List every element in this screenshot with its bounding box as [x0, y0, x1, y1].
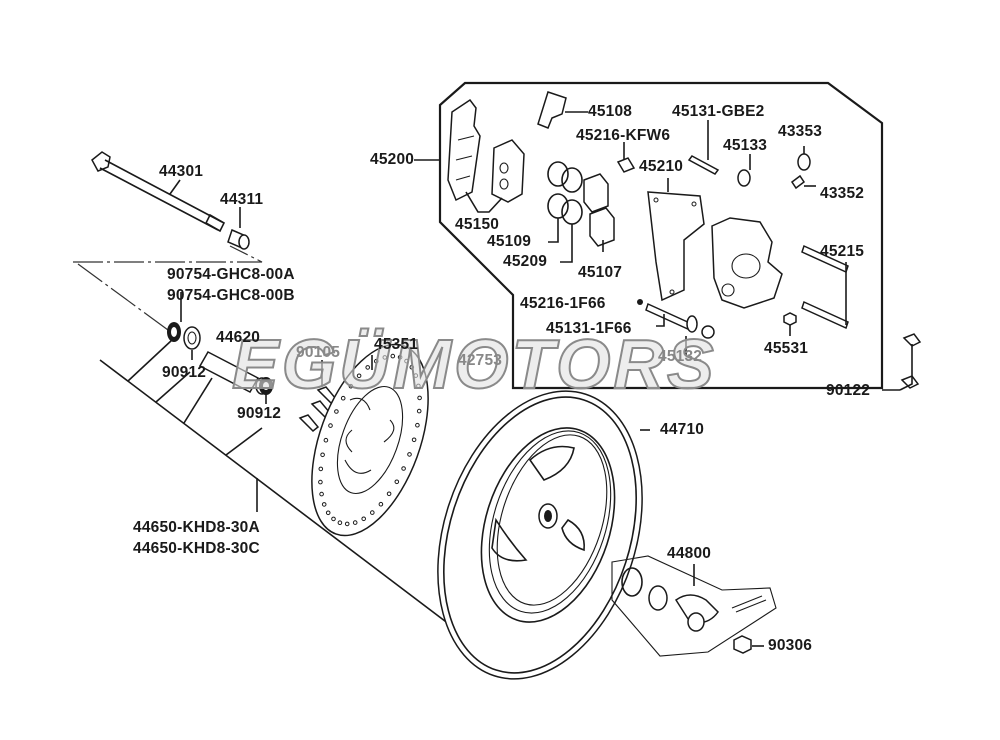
part-label-boot: 45133	[723, 137, 768, 154]
part-label-pin-boot-1f66: 45216-1F66	[520, 295, 606, 312]
part-label-brake-disc: 45351	[374, 336, 419, 353]
disc-vent-hole	[404, 358, 409, 364]
disc-vent-hole	[348, 383, 354, 389]
disc-vent-hole	[334, 409, 339, 414]
disc-vent-hole	[397, 355, 403, 360]
gearbox-group-drawing	[611, 555, 777, 657]
disc-vent-hole	[320, 452, 325, 458]
pad-spring-drawing	[537, 91, 588, 129]
axle-nut-drawing	[733, 635, 764, 654]
disc-vent-hole	[370, 510, 375, 515]
reference-line	[77, 263, 169, 331]
bearing-left-drawing	[183, 326, 201, 360]
part-label-axle-collar: 44311	[220, 191, 264, 208]
pad-pin-plug-drawing	[783, 312, 797, 336]
part-label-caliper-bracket: 45210	[639, 158, 684, 175]
part-label-wheel-assy-a: 44650-KHD8-30A	[133, 519, 260, 536]
part-label-axle-nut: 90306	[768, 637, 813, 654]
pin-boot-kfw6-drawing	[616, 142, 636, 173]
piston-seals-drawing	[547, 161, 615, 263]
disc-vent-hole	[415, 422, 420, 428]
part-label-bearing-right: 90912	[237, 405, 282, 422]
watermark: EGÜMOTORS	[231, 325, 717, 403]
part-label-piston-seal: 45109	[487, 233, 532, 250]
disc-vent-hole	[325, 510, 331, 516]
disc-vent-hole	[413, 373, 419, 378]
disc-vent-hole	[318, 479, 323, 485]
wheel-drawing	[437, 390, 650, 680]
axle-collar-drawing	[227, 207, 250, 250]
part-label-bleeder-screw: 43352	[820, 185, 865, 202]
disc-vent-hole	[382, 355, 388, 360]
part-label-distance-collar: 44620	[216, 329, 261, 346]
part-label-pin-1f66: 45131-1F66	[546, 320, 632, 337]
disc-vent-hole	[331, 516, 336, 522]
disc-vent-hole	[352, 520, 358, 525]
disc-vent-hole	[394, 479, 400, 485]
caliper-body-drawing	[711, 217, 783, 309]
disc-vent-hole	[407, 452, 412, 457]
part-label-dust-seal-a: 90754-GHC8-00A	[167, 266, 295, 283]
pad-pins-drawing	[801, 244, 849, 330]
part-label-valve: 42753	[458, 352, 503, 369]
part-label-tire: 44710	[660, 421, 705, 438]
part-label-pin-gbe2: 45131-GBE2	[672, 103, 765, 120]
axle-drawing	[91, 151, 226, 233]
part-label-caliper-assy: 45200	[370, 151, 415, 168]
part-label-brake-pads: 45150	[455, 216, 500, 233]
part-label-disc-bolt: 90105	[296, 344, 341, 361]
disc-vent-hole	[411, 437, 417, 443]
dust-seal-drawing	[167, 292, 182, 342]
part-label-pin-boot-kfw6: 45216-KFW6	[576, 127, 671, 144]
disc-vent-hole	[323, 437, 329, 443]
part-label-pad-pin-plug: 45531	[764, 340, 809, 357]
part-label-wheel-assy-b: 44650-KHD8-30C	[133, 540, 260, 557]
disc-vent-hole	[374, 358, 379, 364]
caliper-bolts-drawing	[899, 333, 922, 391]
disc-vent-hole	[337, 520, 343, 526]
part-label-bearing-left: 90912	[162, 364, 207, 381]
part-label-caliper-bolt: 90122	[826, 382, 871, 399]
disc-vent-hole	[361, 516, 367, 522]
wheel-assy-leader	[99, 339, 491, 641]
disc-vent-hole	[378, 501, 384, 507]
part-label-axle: 44301	[159, 163, 204, 180]
reference-line	[73, 245, 263, 263]
boot-45133-drawing	[737, 154, 751, 187]
bearing-right-drawing	[259, 377, 273, 404]
pin-gbe2-drawing	[687, 120, 720, 175]
part-label-dust-seal-b: 90754-GHC8-00B	[167, 287, 295, 304]
disc-vent-hole	[416, 408, 422, 414]
caliper-group-frame	[438, 81, 884, 390]
disc-vent-hole	[386, 491, 392, 497]
pin-1f66-drawing	[637, 299, 715, 356]
brake-pads-drawing	[447, 98, 525, 213]
disc-vent-hole	[390, 353, 396, 359]
disc-vent-hole	[409, 364, 415, 370]
disc-vent-hole	[328, 423, 333, 428]
disc-vent-hole	[417, 395, 422, 401]
part-label-bleeder-cap: 43353	[778, 123, 823, 140]
caliper-bracket-drawing	[647, 178, 705, 302]
disc-vent-hole	[344, 521, 350, 527]
disc-vent-hole	[318, 466, 324, 472]
disc-vent-hole	[321, 502, 327, 507]
disc-vent-hole	[340, 395, 346, 401]
brake-disc-drawing	[311, 343, 429, 537]
disc-vent-hole	[319, 491, 324, 497]
disc-vent-hole	[365, 365, 371, 370]
disc-vent-hole	[356, 373, 362, 379]
part-label-pad-pin: 45215	[820, 243, 865, 260]
part-label-pad-spring: 45108	[588, 103, 633, 120]
part-label-dust-seal: 45209	[503, 253, 548, 270]
part-label-boot-45132: 45132	[658, 348, 703, 365]
bleeder-drawing	[790, 146, 816, 190]
disc-vent-hole	[416, 383, 421, 389]
part-label-piston: 45107	[578, 264, 623, 281]
part-label-gearbox: 44800	[667, 545, 712, 562]
disc-vent-hole	[401, 466, 406, 471]
